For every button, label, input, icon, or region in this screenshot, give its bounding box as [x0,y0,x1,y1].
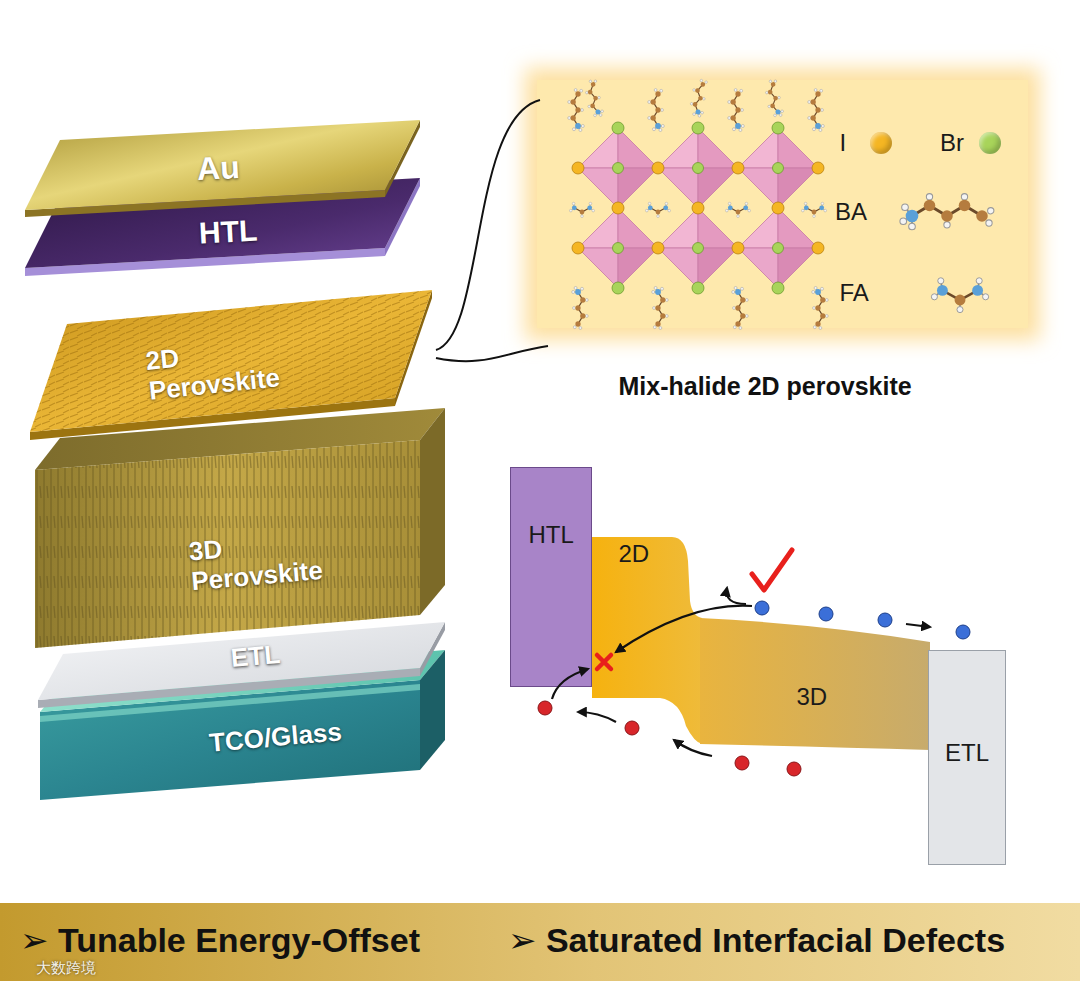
node-label: ETL [945,739,989,767]
legend-label: FA [840,279,869,307]
zoom-leader [436,100,548,361]
legend-label: BA [835,198,867,226]
node-shape [590,536,702,748]
inset-panel [525,68,1040,340]
molecule-icon [900,194,994,313]
layer-block: 3D Perovskite [28,400,448,655]
watermark: 大数跨境 [36,959,96,976]
legend-swatch [870,132,892,154]
legend-label: Br [940,129,964,157]
energy-level-box: HTL [510,467,592,687]
figure-caption: Mix-halide 2D perovskite [619,372,912,401]
layer-slab: 2D Perovskite [22,285,437,445]
node-label: ➢ Tunable Energy-Offset [20,921,420,960]
legend-label: I [840,129,847,157]
node-label: ➢ Saturated Interfacial Defects [508,921,1005,960]
energy-level-box: ETL [928,650,1006,865]
node-label: 3D [797,683,828,711]
layer-slab: Au [20,108,432,224]
summary-band: ➢ Tunable Energy-Offset ➢ Saturated Inter… [0,903,1080,981]
node-label: Au [196,148,241,187]
energy-band-shape: 3D [700,612,930,757]
energy-band-shape: 2D [590,536,702,748]
node-label: HTL [529,521,574,549]
crystal-structure [568,78,828,329]
check-mark [752,550,792,590]
node-label: HTL [198,213,258,251]
node-label: ETL [229,640,281,674]
node-shape [28,400,448,655]
legend-swatch [979,132,1001,154]
node-label: 2D [619,540,650,568]
